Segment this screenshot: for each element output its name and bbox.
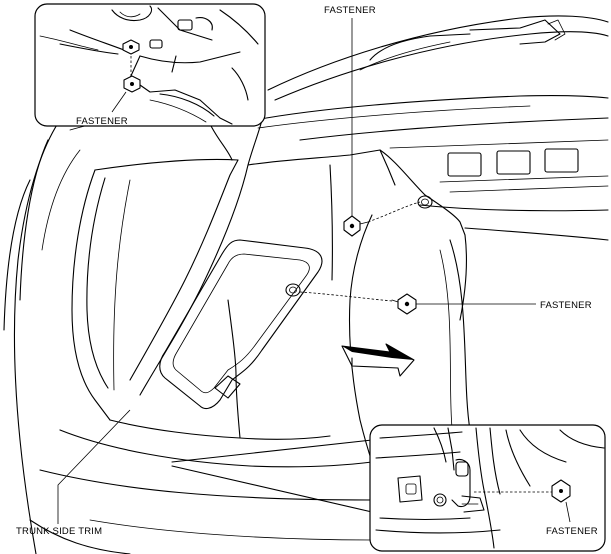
removal-direction-arrow [341, 343, 415, 377]
inset-bottom-right [171, 424, 606, 552]
label-fastener-inset-top: FASTENER [76, 116, 128, 127]
leaders [57, 18, 536, 524]
label-fastener-top-center: FASTENER [324, 5, 376, 16]
inset-top-left [34, 3, 266, 166]
label-fastener-inset-bottom: FASTENER [546, 526, 598, 537]
label-trunk-side-trim: TRUNK SIDE TRIM [16, 526, 102, 537]
label-fastener-right: FASTENER [540, 300, 592, 311]
fastener-top [343, 201, 421, 237]
fastener-middle [299, 291, 417, 315]
trunk-side-trim-panel [71, 149, 467, 463]
